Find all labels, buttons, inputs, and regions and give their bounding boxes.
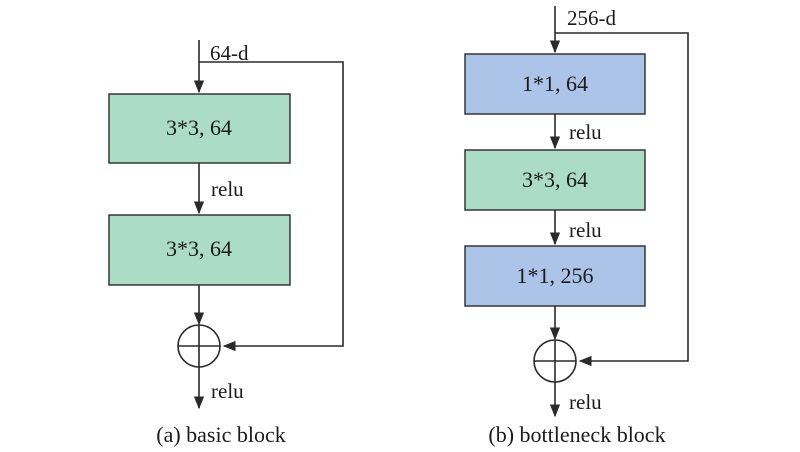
basic-layer-2-label: 3*3, 64 <box>166 236 232 261</box>
basic-layer-1-box <box>108 93 291 164</box>
basic-input-label: 64-d <box>210 41 249 65</box>
basic-layer-1-label: 3*3, 64 <box>166 115 232 140</box>
bottleneck-skip-connection <box>555 32 689 367</box>
bottleneck-input-label: 256-d <box>567 6 616 30</box>
basic-skip-connection <box>199 61 344 352</box>
bottleneck-sum-node <box>533 339 577 383</box>
basic-sum-node <box>177 324 221 368</box>
bottleneck-activation-1: relu <box>569 120 602 144</box>
bottleneck-layer-3-box <box>464 245 646 307</box>
bottleneck-activation-2: relu <box>569 218 602 242</box>
bottleneck-layer-1-label: 1*1, 64 <box>522 71 588 96</box>
basic-caption: (a) basic block <box>156 422 286 447</box>
bottleneck-layer-3-label: 1*1, 256 <box>517 263 594 288</box>
basic-block: 64-d 3*3, 64 relu 3*3, 64 relu (a) basic… <box>108 40 344 447</box>
bottleneck-layer-2-label: 3*3, 64 <box>522 167 588 192</box>
basic-output-activation: relu <box>211 379 244 403</box>
basic-activation-label: relu <box>211 177 244 201</box>
bottleneck-block: 256-d 1*1, 64 relu 3*3, 64 relu 1*1, 256… <box>464 6 689 447</box>
bottleneck-layer-2-box <box>464 149 646 211</box>
basic-layer-2-box <box>108 214 291 286</box>
bottleneck-caption: (b) bottleneck block <box>488 422 665 447</box>
bottleneck-output-activation: relu <box>569 390 602 414</box>
